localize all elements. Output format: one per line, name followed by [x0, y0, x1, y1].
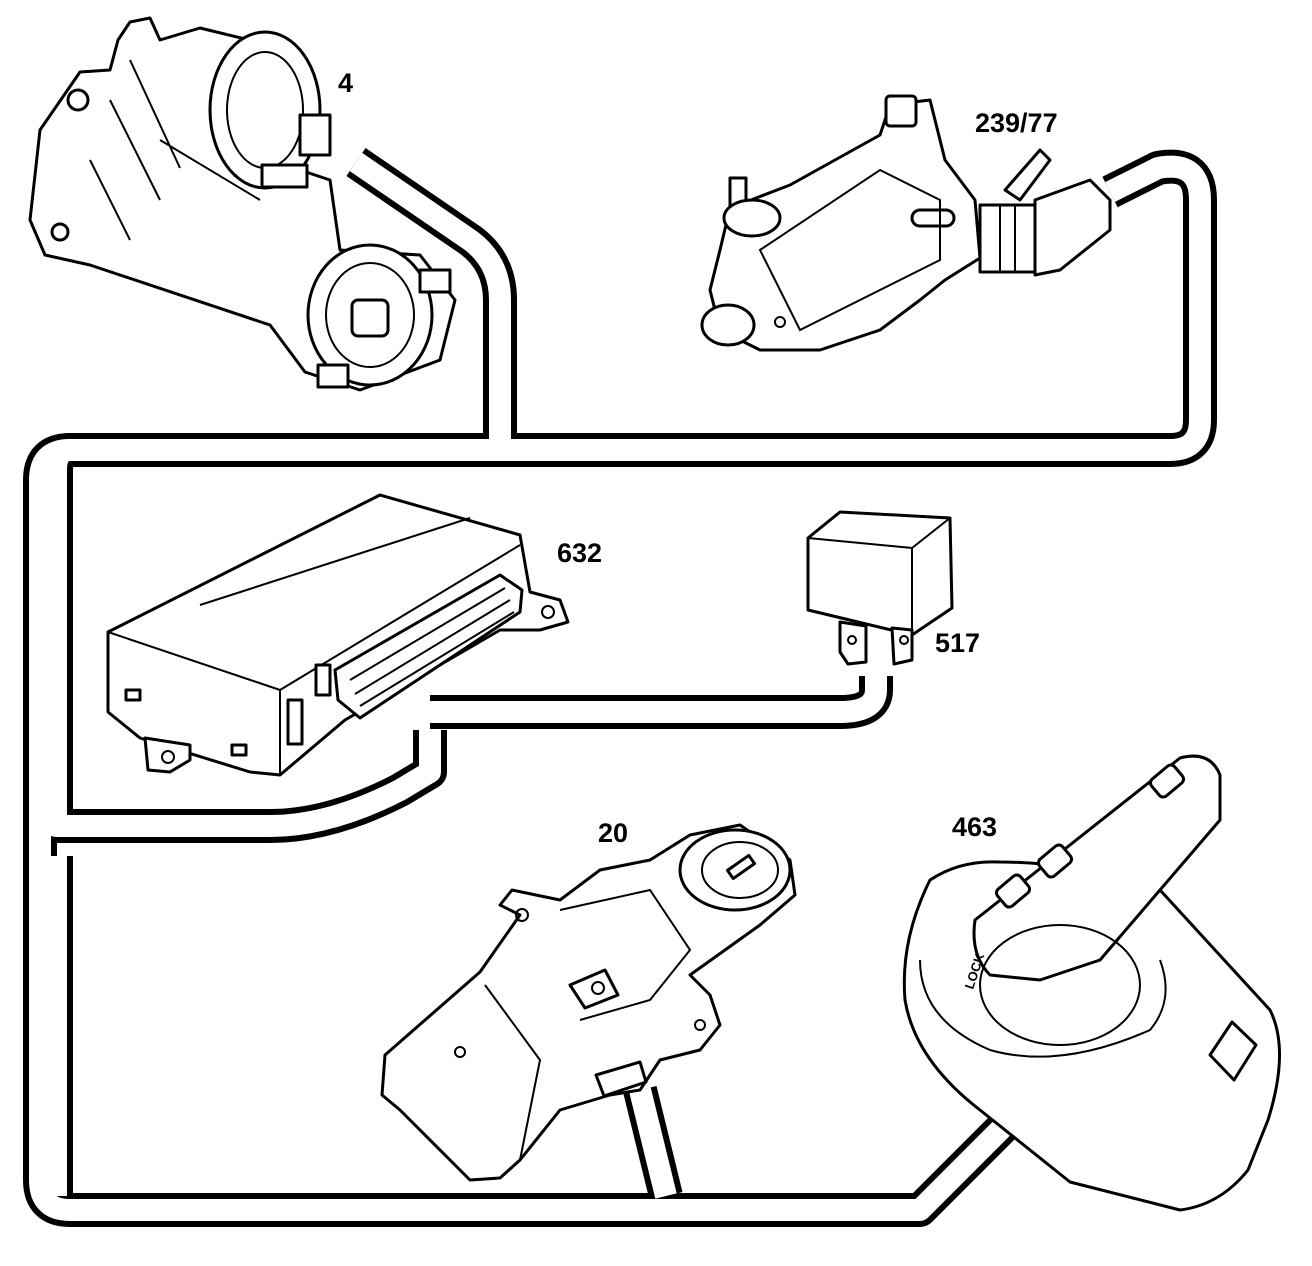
- wiring-harness: [23, 147, 1217, 1227]
- starter-motor-icon: [28, 16, 457, 392]
- ignition-switch-label: 20: [598, 818, 628, 848]
- control-unit-label: 632: [557, 538, 602, 568]
- relay-icon: [806, 510, 954, 666]
- control-unit-icon: [106, 493, 570, 777]
- neutral-switch-label: 239/77: [975, 108, 1058, 138]
- neutral-safety-switch-icon: [700, 94, 1112, 352]
- starter-label: 4: [338, 68, 353, 98]
- selector-lever-icon: [902, 754, 1282, 1212]
- relay-label: 517: [935, 628, 980, 658]
- selector-lever-label: 463: [952, 812, 997, 842]
- ignition-switch-icon: [380, 823, 797, 1182]
